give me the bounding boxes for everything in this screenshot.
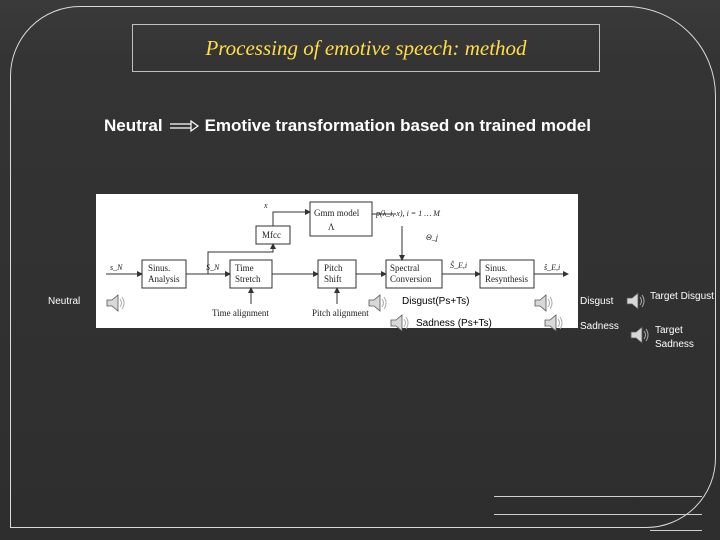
time-stretch-label-1: Time	[235, 263, 254, 273]
spectral-label-1: Spectral	[390, 263, 420, 273]
spectral-label-2: Conversion	[390, 274, 432, 284]
pitch-shift-label-2: Shift	[324, 274, 342, 284]
signal-after-analysis: S_N	[206, 263, 220, 272]
signal-after-conv: Ŝ_E,i	[450, 260, 467, 270]
resynth-label-2: Resynthesis	[485, 274, 528, 284]
footer-line	[650, 530, 702, 531]
pitch-alignment-label: Pitch alignment	[312, 308, 369, 318]
resynth-label-1: Sinus.	[485, 263, 507, 273]
speaker-icon[interactable]	[388, 312, 410, 334]
gmm-label: Gmm model	[314, 208, 360, 218]
audio-label-target-sadness-2: Sadness	[655, 339, 694, 350]
gmm-lambda: Λ	[328, 222, 335, 232]
sinus-analysis-label-2: Analysis	[148, 274, 180, 284]
subtitle-row: Neutral Emotive transformation based on …	[104, 116, 591, 136]
page-title: Processing of emotive speech: method	[205, 35, 527, 60]
signal-input: s_N	[110, 263, 123, 272]
subtitle-neutral: Neutral	[104, 116, 163, 135]
audio-label-sadness: Sadness	[580, 321, 619, 332]
speaker-icon[interactable]	[542, 312, 564, 334]
subtitle-transformation: Emotive transformation based on trained …	[204, 116, 591, 135]
footer-line	[494, 514, 702, 515]
audio-label-target-sadness-1: Target	[655, 325, 683, 336]
speaker-icon[interactable]	[624, 290, 646, 312]
signal-x: x	[263, 201, 268, 210]
audio-label-neutral: Neutral	[48, 296, 81, 307]
time-stretch-label-2: Stretch	[235, 274, 261, 284]
sinus-resynthesis-block	[479, 259, 535, 289]
speaker-icon[interactable]	[366, 292, 388, 314]
audio-label-target-disgust: Target Disgust	[650, 291, 714, 302]
audio-label-sadness-ps-ts: Sadness (Ps+Ts)	[416, 318, 492, 329]
gmm-block	[309, 201, 373, 237]
mfcc-label: Mfcc	[262, 230, 281, 240]
title-box: Processing of emotive speech: method	[132, 24, 600, 72]
sinus-analysis-label-1: Sinus.	[148, 263, 170, 273]
signal-prob: p(λ_i, x), i = 1 … M	[375, 209, 441, 218]
time-alignment-label: Time alignment	[212, 308, 269, 318]
audio-label-disgust: Disgust	[580, 296, 614, 307]
pitch-shift-label-1: Pitch	[324, 263, 343, 273]
audio-label-disgust-ps-ts: Disgust(Ps+Ts)	[402, 296, 470, 307]
signal-theta: Θ_j	[426, 233, 439, 242]
block-diagram: Sinus. Analysis Time Stretch Pitch Shift…	[96, 194, 578, 328]
right-arrow-icon	[169, 119, 199, 133]
speaker-icon[interactable]	[532, 292, 554, 314]
footer-line	[494, 496, 702, 497]
slide-frame	[10, 6, 716, 528]
speaker-icon[interactable]	[628, 324, 650, 346]
speaker-icon[interactable]	[104, 292, 126, 314]
signal-output: ŝ_E,i	[544, 263, 560, 272]
